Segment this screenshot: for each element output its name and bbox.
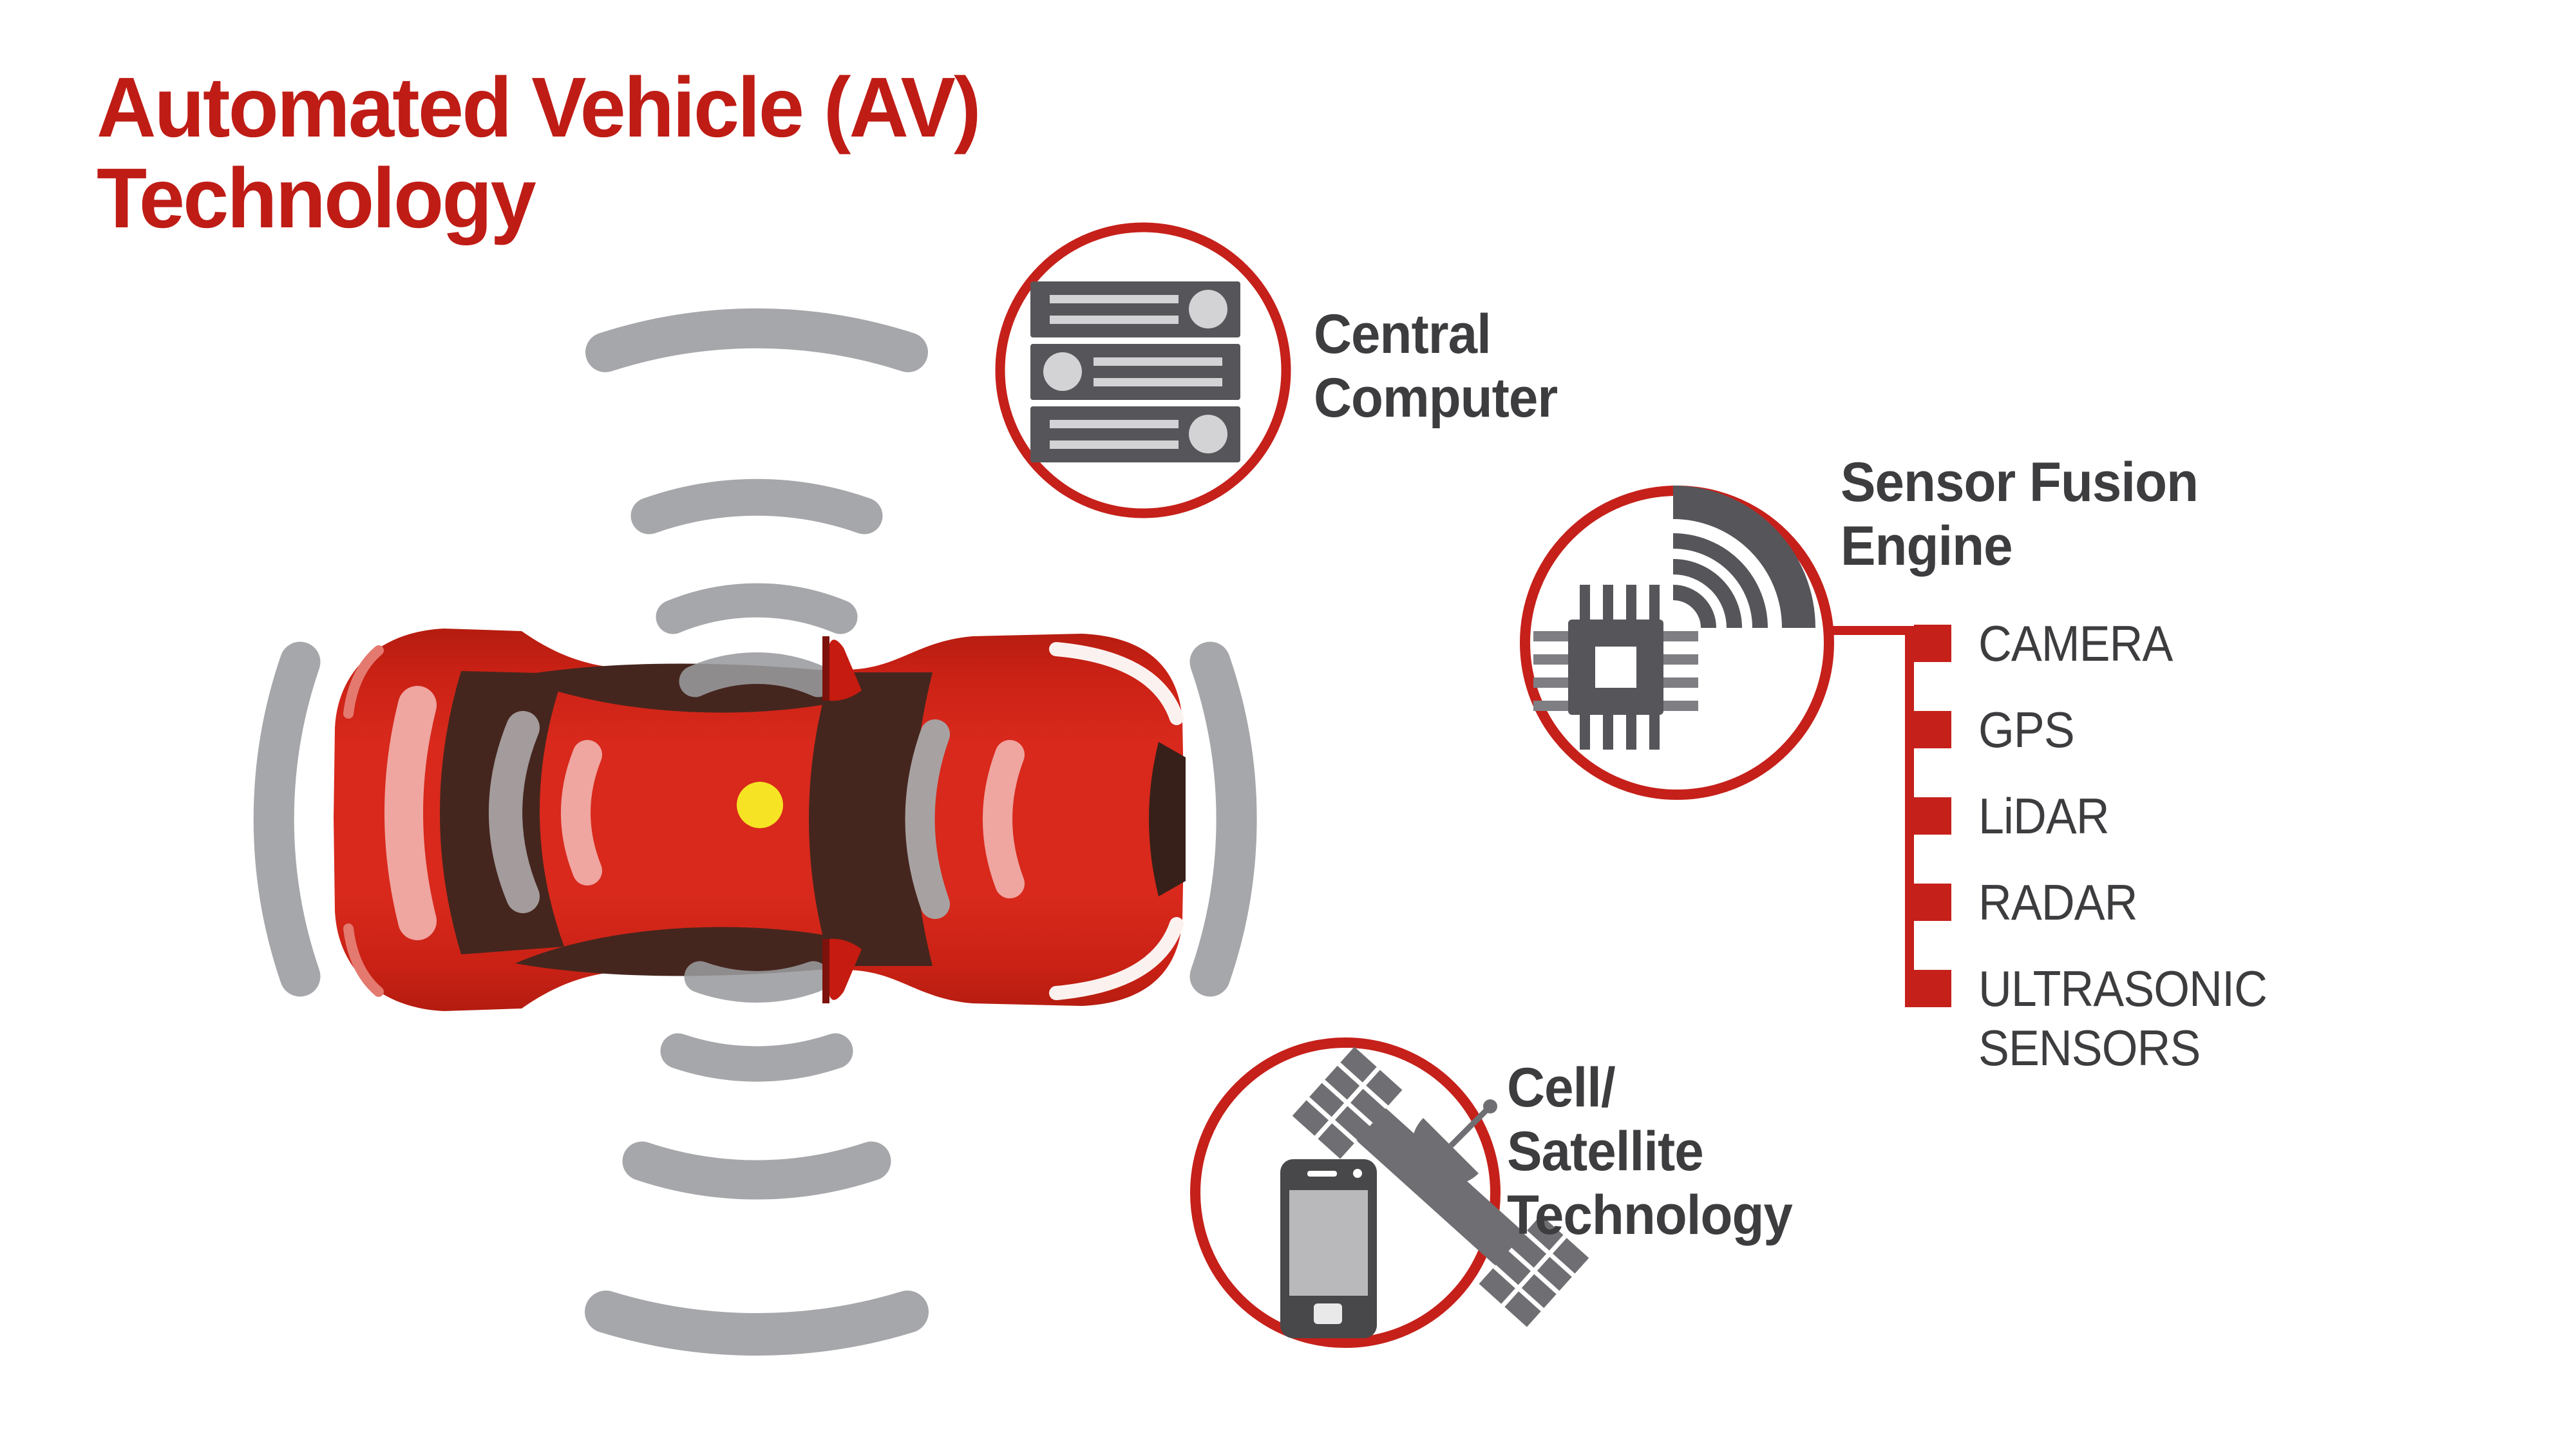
side-mirror-bottom (822, 938, 862, 1003)
front-corner-highlight-bottom (1049, 917, 1184, 1000)
sonar-wave-right (1189, 641, 1257, 997)
title-line2: Technology (97, 151, 536, 245)
sensor-bullets (1914, 625, 1951, 1007)
sensor-item-radar: RADAR (1978, 874, 2138, 931)
windshield-stripe (905, 719, 950, 919)
page-title: Automated Vehicle (AV) Technology (97, 60, 981, 245)
sonar-waves-top (585, 308, 928, 697)
title-line1: Automated Vehicle (AV) (97, 60, 981, 155)
chip-icon (1533, 585, 1698, 750)
satellite-icon (1292, 1046, 1589, 1327)
sensor-fusion-node (1520, 486, 1834, 800)
wave-arc (622, 1141, 891, 1200)
sonar-waves-bottom (585, 961, 929, 1356)
roof-stripe (561, 740, 602, 886)
cell-satellite-label-line1: Cell/ (1507, 1057, 1616, 1119)
rear-corner-accent-top (343, 645, 384, 719)
sensor-item-lidar: LiDAR (1978, 788, 2110, 844)
hood-highlight (983, 740, 1025, 898)
rear-corner-accent-bottom (343, 923, 384, 997)
cell-satellite-node (1190, 1037, 1589, 1348)
smartphone-icon (1280, 1159, 1377, 1338)
rear-window-stripe (489, 711, 540, 913)
cell-satellite-label-line3: Technology (1507, 1184, 1793, 1246)
cell-satellite-label-line2: Satellite (1507, 1121, 1704, 1182)
vehicle-top-view (334, 629, 1186, 1011)
sensor-bullet-gps (1914, 711, 1951, 748)
central-computer-label: Central Computer (1314, 303, 1558, 430)
sensor-bullet-lidar (1914, 797, 1951, 835)
sensor-fusion-label: Sensor Fusion Engine (1841, 451, 2199, 578)
wave-arc (585, 308, 928, 372)
wave-arc (684, 961, 829, 1003)
wave-arc (656, 583, 858, 634)
sensor-bullet-radar (1914, 884, 1951, 921)
radar-waves-icon (1672, 486, 1815, 629)
sensor-item-ultrasonic: ULTRASONIC SENSORS (1978, 960, 2268, 1076)
central-computer-label-line2: Computer (1314, 367, 1558, 429)
wave-arc (585, 1291, 929, 1356)
sonar-waves (253, 308, 1257, 1356)
wave-arc (660, 1033, 853, 1082)
central-computer-label-line1: Central (1314, 303, 1492, 365)
trunk-highlight (384, 686, 437, 940)
connector-line (1828, 626, 1914, 1007)
central-computer-node (995, 222, 1291, 518)
roof-sensor-dot (737, 782, 783, 828)
sensor-item-camera: CAMERA (1978, 615, 2173, 672)
wave-arc (630, 478, 883, 535)
sensor-item-gps: GPS (1978, 701, 2075, 758)
sensor-bullet-ultrasonic (1914, 970, 1951, 1007)
front-grille (1149, 742, 1186, 896)
front-corner-highlight-top (1049, 642, 1184, 725)
sensor-fusion-label-line1: Sensor Fusion (1841, 451, 2199, 513)
wave-arc (679, 652, 835, 697)
cell-satellite-label: Cell/ Satellite Technology (1507, 1056, 1793, 1247)
sensor-bullet-camera (1914, 625, 1951, 662)
server-icon (1030, 281, 1240, 462)
windshield (809, 672, 933, 966)
side-mirror-top (822, 636, 862, 701)
sonar-wave-left (253, 641, 321, 997)
satellite-dish (1412, 1118, 1479, 1185)
sensor-fusion-label-line2: Engine (1841, 515, 2013, 577)
